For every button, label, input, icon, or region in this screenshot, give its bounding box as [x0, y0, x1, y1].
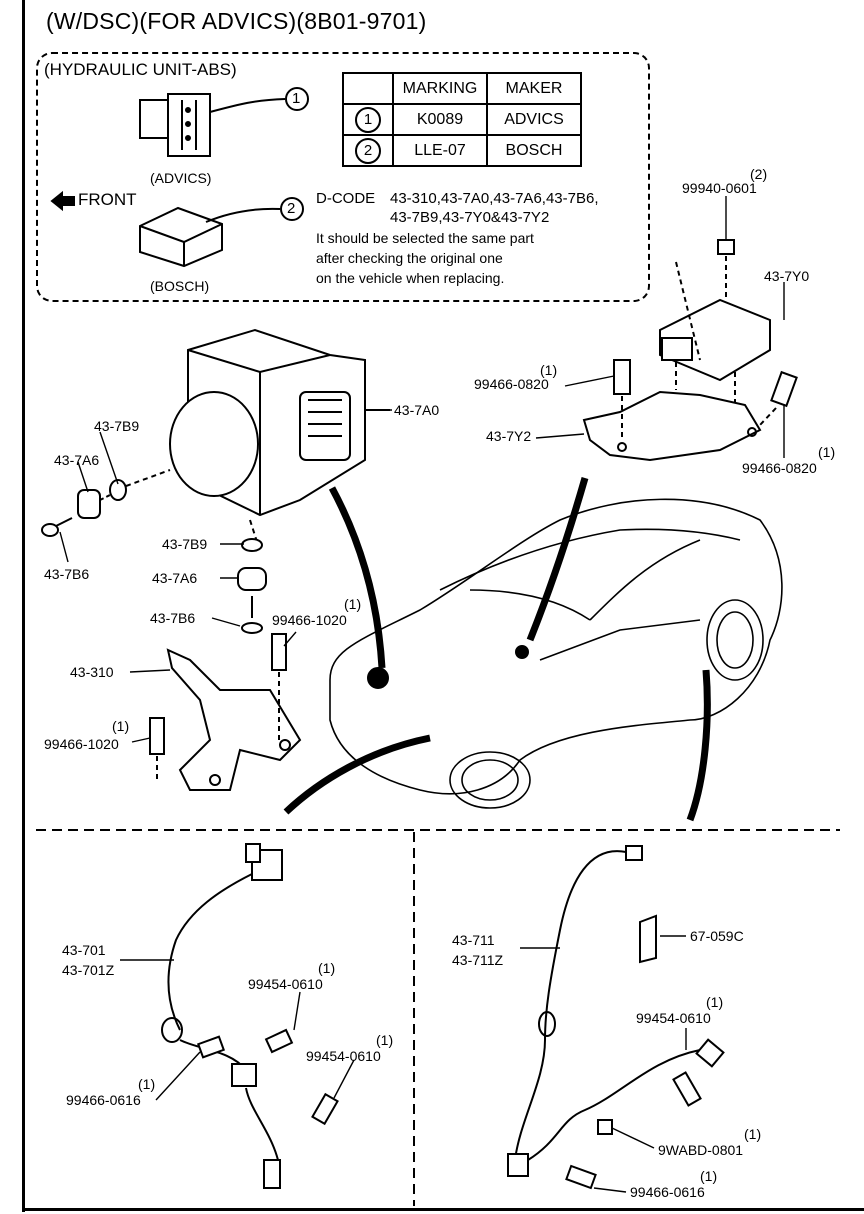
sensor-location-mark [515, 645, 529, 659]
table-header-cell [342, 72, 394, 105]
part-label-43-310: 43-310 [70, 664, 114, 680]
part-label-43-701Z: 43-701Z [62, 962, 115, 978]
part-qty: (1) [344, 596, 362, 612]
table-header-row: MARKING MAKER [342, 72, 582, 105]
dsc-sensor-drawing [582, 239, 798, 462]
frame-left-border [22, 0, 25, 1212]
front-wheel-sensor-drawing [161, 843, 339, 1189]
circled-number: 1 [355, 106, 381, 133]
part-label-43-7A0: 43-7A0 [394, 402, 440, 418]
part-label-99466-0616: 99466-0616 [66, 1092, 141, 1108]
part-label-43-7Y0: 43-7Y0 [764, 268, 810, 284]
marking-maker-table: MARKING MAKER 1 K0089 ADVICS 2 LLE-07 BO… [342, 72, 582, 167]
marker-label-2: 2 [287, 200, 296, 217]
part-label-43-7Y2: 43-7Y2 [486, 428, 532, 444]
table-row: 1 K0089 ADVICS [342, 103, 582, 136]
part-qty: (1) [318, 960, 336, 976]
marker-circle-2 [280, 197, 304, 221]
table-cell-number: 1 [342, 103, 394, 136]
part-label-99466-1020: 99466-1020 [272, 612, 347, 628]
hu-location-mark [367, 667, 389, 689]
part-label-43-7B9: 43-7B9 [162, 536, 208, 552]
note-line-2: after checking the original one [316, 250, 503, 266]
table-cell-marking: K0089 [392, 103, 488, 136]
front-arrow-icon [50, 190, 75, 212]
marker-circle-1 [285, 87, 309, 111]
part-label-9WABD-0801: 9WABD-0801 [658, 1142, 744, 1158]
part-label-43-7B6: 43-7B6 [150, 610, 196, 626]
part-label-99466-0820: 99466-0820 [742, 460, 817, 476]
pointer-line-sensor [526, 477, 589, 642]
part-qty: (1) [112, 718, 130, 734]
rear-wheel-sensor-drawing [507, 845, 725, 1190]
leader-lines [59, 196, 785, 1193]
part-label-99466-1020: 99466-1020 [44, 736, 119, 752]
pointer-line-rear [686, 669, 711, 822]
table-cell-number: 2 [342, 134, 394, 167]
dcode-label: D-CODE [316, 190, 376, 207]
page-title: (W/DSC)(FOR ADVICS)(8B01-9701) [46, 8, 427, 34]
part-qty: (1) [818, 444, 836, 460]
mount-parts-center [237, 538, 267, 634]
bracket-43-310-drawing [149, 633, 302, 791]
pointer-line-front [283, 734, 431, 815]
part-label-99454-0610: 99454-0610 [306, 1048, 381, 1064]
part-qty: (1) [540, 362, 558, 378]
part-label-99466-0616: 99466-0616 [630, 1184, 705, 1200]
part-label-43-7B9: 43-7B9 [94, 418, 140, 434]
part-qty: (1) [138, 1076, 156, 1092]
part-label-43-701: 43-701 [62, 942, 106, 958]
part-label-43-7B6: 43-7B6 [44, 566, 90, 582]
circled-number: 2 [355, 137, 381, 164]
part-qty: (1) [700, 1168, 718, 1184]
part-qty: (1) [376, 1032, 394, 1048]
note-line-1: It should be selected the same part [316, 230, 534, 246]
mount-parts-left [41, 469, 171, 537]
advics-unit-icon [139, 93, 286, 157]
part-label-67-059C: 67-059C [690, 928, 744, 944]
part-label-43-711: 43-711 [452, 932, 495, 948]
hydraulic-unit-callout [36, 52, 650, 302]
table-cell-marking: LLE-07 [392, 134, 488, 167]
note-line-3: on the vehicle when replacing. [316, 270, 505, 286]
part-qty: (2) [750, 166, 768, 182]
bosch-unit-icon [139, 206, 281, 268]
hydraulic-unit-drawing [169, 328, 390, 546]
part-qty: (1) [744, 1126, 762, 1142]
frame-bottom-border [22, 1208, 864, 1211]
table-header-cell: MARKING [392, 72, 488, 105]
callout-title: (HYDRAULIC UNIT-ABS) [44, 60, 237, 79]
part-label-99454-0610: 99454-0610 [248, 976, 323, 992]
table-cell-maker: ADVICS [486, 103, 582, 136]
part-label-99466-0820: 99466-0820 [474, 376, 549, 392]
vehicle-outline-drawing [329, 498, 783, 809]
table-cell-maker: BOSCH [486, 134, 582, 167]
advics-caption: (ADVICS) [150, 170, 212, 186]
marker-label-1: 1 [292, 90, 301, 107]
bosch-caption: (BOSCH) [150, 278, 210, 294]
part-label-43-711Z: 43-711Z [452, 952, 504, 968]
part-qty: (1) [706, 994, 724, 1010]
part-label-99454-0610: 99454-0610 [636, 1010, 711, 1026]
dcode-line-1: 43-310,43-7A0,43-7A6,43-7B6, [390, 190, 599, 207]
part-label-99940-0601: 99940-0601 [682, 180, 757, 196]
table-header-cell: MAKER [486, 72, 582, 105]
dcode-line-2: 43-7B9,43-7Y0&43-7Y2 [390, 209, 550, 226]
table-row: 2 LLE-07 BOSCH [342, 134, 582, 167]
part-label-43-7A6: 43-7A6 [152, 570, 198, 586]
pointer-line-hu [328, 486, 386, 669]
front-label: FRONT [78, 190, 137, 209]
part-label-43-7A6: 43-7A6 [54, 452, 100, 468]
